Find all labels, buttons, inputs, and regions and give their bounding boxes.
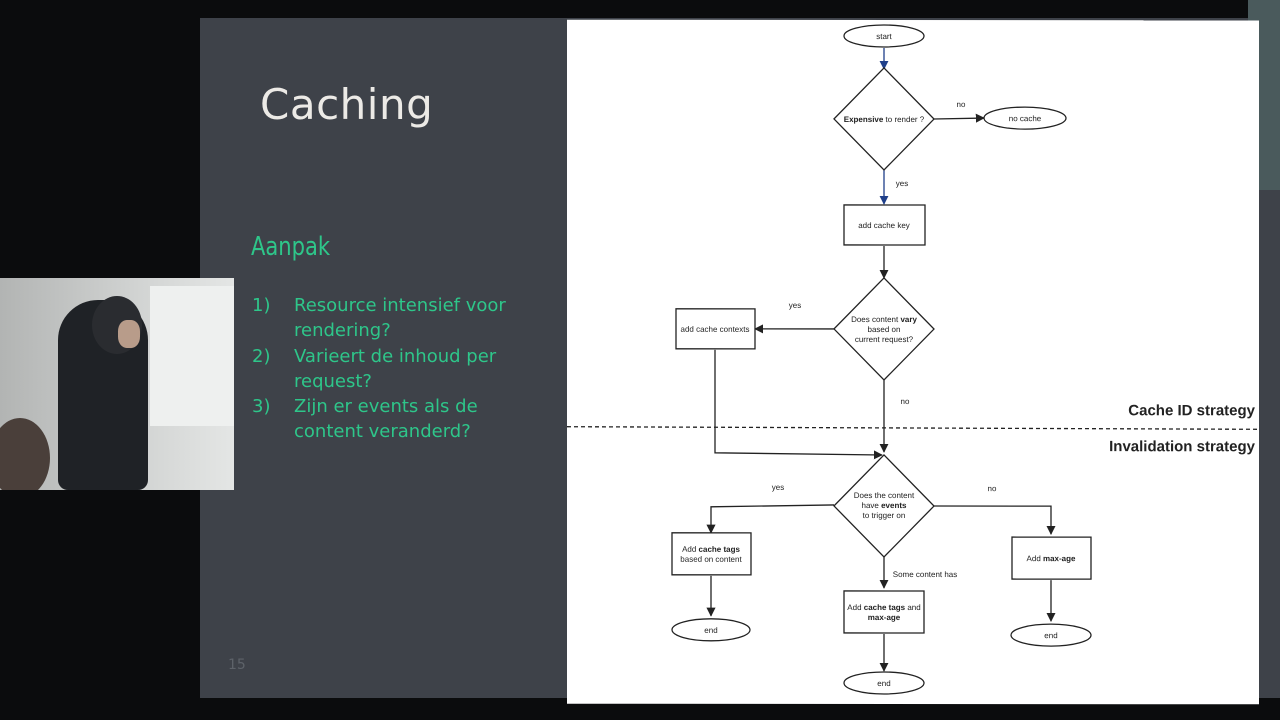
end-label: end: [877, 679, 890, 688]
edge-label-yes: yes: [772, 483, 784, 492]
decision-vary: [833, 277, 935, 381]
list-item-number: 3): [252, 396, 271, 417]
connector-arrow: [706, 504, 835, 534]
add-max-age-label: Add max-age: [1027, 554, 1076, 563]
add-tags-bold-max-age: max-age: [868, 613, 901, 622]
decision-events-line2: have events: [862, 501, 907, 510]
connector-arrow: [714, 349, 883, 460]
speaker-face: [118, 320, 140, 348]
list-item-number: 1): [252, 295, 271, 316]
decision-events-line1: Does the content: [854, 491, 915, 500]
no-cache-node: [983, 106, 1067, 130]
add-cache-tags-box: [671, 532, 752, 576]
edge-label-yes: yes: [789, 301, 801, 310]
start-label: start: [876, 32, 892, 41]
add-max-age-text: Add: [1027, 554, 1043, 563]
add-cache-key-label: add cache key: [858, 221, 910, 230]
strategy-divider: [567, 426, 1259, 430]
add-cache-tags-bold: cache tags: [699, 545, 741, 554]
list-item-number: 2): [252, 346, 271, 367]
end-node: [1010, 623, 1092, 647]
edge-label-no: no: [988, 484, 997, 493]
decision-events-line3: to trigger on: [863, 511, 906, 520]
decision-expensive: [833, 67, 935, 171]
decision-events-text: have: [862, 501, 882, 510]
add-cache-tags-text: Add: [682, 545, 698, 554]
decision-vary-line3: current request?: [855, 335, 914, 344]
add-tags-bold-tags: cache tags: [864, 603, 906, 612]
add-max-age-bold: max-age: [1043, 554, 1076, 563]
list-item-text: Varieert de inhoud per request?: [294, 346, 497, 392]
section-heading: Aanpak: [251, 232, 331, 262]
connector-arrow: [933, 113, 985, 123]
decision-vary-line2: based on: [868, 325, 901, 334]
add-tags-and-max-age-line1: Add cache tags and: [847, 603, 920, 612]
invalidation-strategy-label: Invalidation strategy: [1109, 438, 1256, 455]
video-window-light: [150, 286, 234, 426]
add-cache-tags-line2: based on content: [680, 555, 742, 564]
add-tags-text-and: and: [905, 603, 921, 612]
flowchart-svg: Cache ID strategy Invalidation strategy …: [567, 24, 1259, 695]
end-node: [671, 618, 751, 642]
add-cache-contexts-label: add cache contexts: [681, 325, 750, 334]
end-label: end: [704, 626, 717, 635]
add-tags-text-a: Add: [847, 603, 863, 612]
speaker-video-inset: [0, 278, 234, 490]
add-max-age-box: [1011, 536, 1092, 580]
edge-label-yes: yes: [896, 179, 908, 188]
end-node: [843, 671, 925, 695]
decision-events-bold: events: [881, 501, 907, 510]
decision-expensive-rest: to render ?: [883, 115, 924, 124]
decision-vary-bold: vary: [900, 315, 917, 324]
decision-expensive-bold: Expensive: [844, 115, 884, 124]
add-cache-contexts-box: [675, 308, 756, 350]
list-item-text: Zijn er events als de content veranderd?: [294, 396, 478, 442]
no-cache-label: no cache: [1009, 114, 1042, 123]
decision-events: [833, 454, 935, 558]
edge-label-some-content-has: Some content has: [893, 570, 957, 579]
slide-page-number: 15: [228, 657, 246, 673]
add-tags-and-max-age-box: [843, 590, 925, 634]
list-item-text: Resource intensief voor rendering?: [294, 295, 506, 341]
cache-id-strategy-label: Cache ID strategy: [1128, 402, 1255, 419]
add-cache-tags-line1: Add cache tags: [682, 545, 740, 554]
edge-label-no: no: [957, 100, 966, 109]
end-label: end: [1044, 631, 1057, 640]
decision-expensive-label: Expensive to render ?: [844, 115, 925, 124]
connector-arrow: [934, 505, 1056, 536]
flowchart-panel: Cache ID strategy Invalidation strategy …: [567, 19, 1259, 705]
decision-vary-text: Does content: [851, 315, 900, 324]
edge-label-no: no: [901, 397, 910, 406]
decision-vary-line1: Does content vary: [851, 315, 917, 324]
add-cache-key-box: [843, 204, 926, 246]
slide-title: Caching: [260, 80, 434, 129]
start-node: [843, 24, 925, 48]
audience-head: [0, 418, 50, 490]
